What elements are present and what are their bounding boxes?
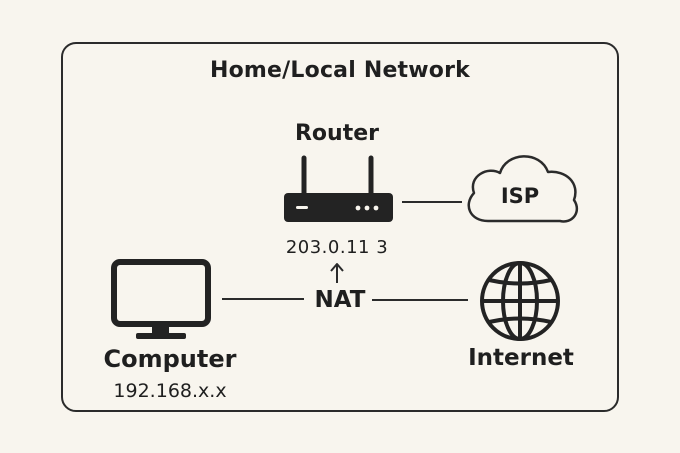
router-icon bbox=[284, 155, 393, 222]
isp-label: ISP bbox=[500, 184, 540, 208]
home-network-boundary bbox=[61, 42, 619, 412]
globe-icon bbox=[480, 261, 560, 341]
computer-label: Computer bbox=[103, 345, 237, 373]
router-label: Router bbox=[294, 121, 379, 146]
nat-label: NAT bbox=[314, 287, 366, 313]
cloud-icon bbox=[467, 155, 579, 223]
router-ip-address: 203.0.11 3 bbox=[285, 237, 389, 258]
diagram-title: Home/Local Network bbox=[210, 58, 470, 83]
nat-arrow bbox=[330, 263, 344, 283]
internet-label: Internet bbox=[468, 345, 574, 371]
monitor-icon bbox=[111, 259, 211, 339]
computer-ip-address: 192.168.x.x bbox=[113, 380, 227, 402]
